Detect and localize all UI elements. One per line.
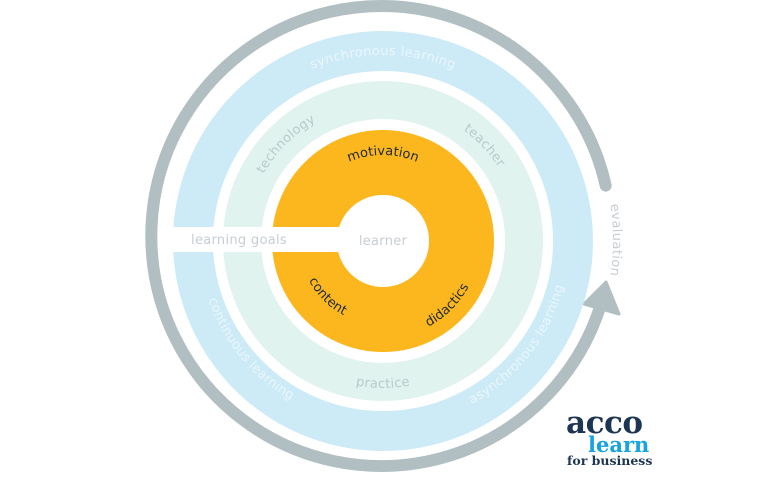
label-learner: learner xyxy=(359,234,408,249)
acco-learn-logo: acco learn for business xyxy=(566,405,666,469)
learning-goals-bar xyxy=(168,227,358,252)
label-practice: practice xyxy=(355,375,411,392)
label-evaluation: evaluation xyxy=(606,203,624,277)
logo-for-business: for business xyxy=(567,453,653,468)
label-learning-goals: learning goals xyxy=(191,233,287,248)
evaluation-cycle-ring xyxy=(145,0,612,473)
evaluation-arrowhead-icon xyxy=(582,280,621,316)
logo-acco: acco xyxy=(566,405,643,441)
logo-learn: learn xyxy=(588,432,650,457)
label-motivation: motivation xyxy=(345,144,421,166)
learner-center xyxy=(337,195,429,287)
